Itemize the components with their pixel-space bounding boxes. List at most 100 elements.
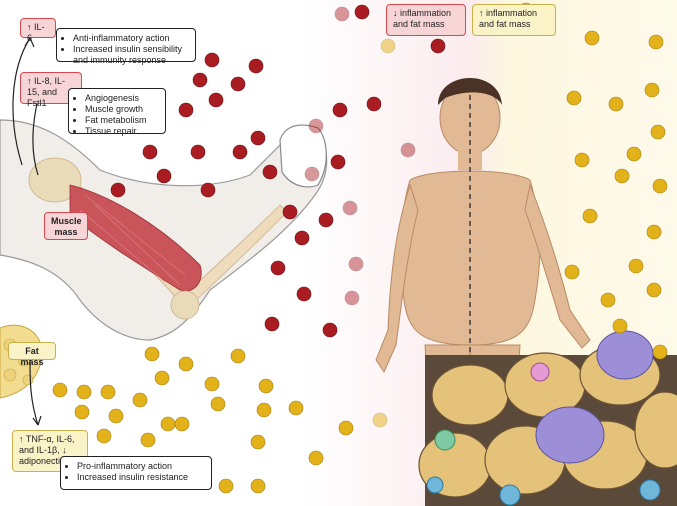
adipokine-dot (76, 384, 92, 400)
myokine-dot (332, 102, 348, 118)
myokine-dot (430, 38, 446, 54)
myokine-effect-item: Tissue repair (85, 126, 159, 137)
arm-illustration (0, 119, 328, 341)
adipokine-dot (108, 408, 124, 424)
adipokine-dot (582, 208, 598, 224)
myokine-dot (342, 200, 358, 216)
myokine-dot (208, 92, 224, 108)
adipokine-dot (566, 90, 582, 106)
myokine-dot (204, 52, 220, 68)
adipokine-dot (52, 382, 68, 398)
muscle-mass-label: Muscle mass (44, 212, 88, 240)
adipokine-dot (288, 400, 304, 416)
adipokine-dot (210, 396, 226, 412)
adipokine-dot (646, 224, 662, 240)
il6-effects-list: Anti-inflammatory action Increased insul… (57, 29, 195, 70)
adipokine-dot (614, 168, 630, 184)
adipokine-dot (160, 416, 176, 432)
reduced-inflammation-text: ↓ inflammation and fat mass (393, 8, 452, 29)
adipokine-dot (600, 292, 616, 308)
myokines-text: ↑ IL-8, IL-15, and Fstl1 (27, 76, 66, 108)
adipokine-dot (132, 392, 148, 408)
adipokine-dot (178, 356, 194, 372)
myokine-effect-item: Muscle growth (85, 104, 159, 115)
adipokine-dot (74, 404, 90, 420)
myokine-dot (282, 204, 298, 220)
myokine-dot (248, 58, 264, 74)
adipokine-dot (250, 478, 266, 494)
increased-inflammation-label: ↑ inflammation and fat mass (472, 4, 556, 36)
adipokine-dot (144, 346, 160, 362)
adipokine-dot (652, 178, 668, 194)
myokine-dot (232, 144, 248, 160)
myokine-dot (250, 130, 266, 146)
cytokines-label: ↑ TNF-α, IL-6, and IL-1β, ↓ adiponectin (12, 430, 88, 472)
myokine-dot (354, 4, 370, 20)
adipokine-dot (230, 348, 246, 364)
fat-mass-label: Fat mass (8, 342, 56, 367)
adipokine-dot (256, 402, 272, 418)
adipokine-dot (652, 344, 668, 360)
reduced-inflammation-label: ↓ inflammation and fat mass (386, 4, 466, 36)
il6-text: ↑ IL-6 (27, 22, 45, 43)
adipokine-dot (650, 124, 666, 140)
adipokine-dot (100, 384, 116, 400)
adipokine-dot (338, 420, 354, 436)
myokine-dot (156, 168, 172, 184)
cytokine-effects-list: Pro-inflammatory action Increased insuli… (61, 457, 211, 487)
myokine-dot (192, 72, 208, 88)
myokine-effects-list: Angiogenesis Muscle growth Fat metabolis… (69, 89, 165, 141)
myokine-dot (334, 6, 350, 22)
adipokine-dot (218, 478, 234, 494)
myokine-dot (230, 76, 246, 92)
adipokine-dot (258, 378, 274, 394)
myokine-dot (400, 142, 416, 158)
adipokine-dot (584, 30, 600, 46)
myokine-effect-item: Fat metabolism (85, 115, 159, 126)
increased-inflammation-text: ↑ inflammation and fat mass (479, 8, 538, 29)
myokine-dot (322, 322, 338, 338)
myokine-dot (190, 144, 206, 160)
adipokine-dot (372, 412, 388, 428)
il6-effect-item: Anti-inflammatory action (73, 33, 189, 44)
myokine-dot (308, 118, 324, 134)
muscle-mass-text: Muscle mass (51, 216, 82, 237)
myokine-dot (330, 154, 346, 170)
myokine-effect-item: Angiogenesis (85, 93, 159, 104)
adipokine-dot (204, 376, 220, 392)
myokine-dot (262, 164, 278, 180)
adipokine-dot (174, 416, 190, 432)
il6-effect-item: Increased insulin sensibility and immuni… (73, 44, 189, 66)
myokine-dot (200, 182, 216, 198)
myokine-dot (304, 166, 320, 182)
myokine-dot (110, 182, 126, 198)
il6-label: ↑ IL-6 (20, 18, 56, 43)
myokine-dot (318, 212, 334, 228)
adipokine-dot (644, 82, 660, 98)
arrows (12, 37, 45, 426)
adipokine-dot (574, 152, 590, 168)
myokine-dot (348, 256, 364, 272)
adipokine-dot (646, 282, 662, 298)
adipokine-dot (140, 432, 156, 448)
myokine-dot (264, 316, 280, 332)
adipokine-dot (626, 146, 642, 162)
cytokine-effect-item: Increased insulin resistance (77, 472, 205, 483)
myokine-dot (178, 102, 194, 118)
adipocyte-cluster (418, 330, 677, 506)
adipokine-dot (154, 370, 170, 386)
cytokines-text: ↑ TNF-α, IL-6, and IL-1β, ↓ adiponectin (19, 434, 75, 466)
cytokine-effects-box: Pro-inflammatory action Increased insuli… (60, 456, 212, 490)
myokine-dot (344, 290, 360, 306)
myokine-dot (142, 144, 158, 160)
adipokine-dot (564, 264, 580, 280)
adipokine-dot (380, 38, 396, 54)
fat-mass-text: Fat mass (20, 346, 44, 367)
myokine-dot (296, 286, 312, 302)
myokine-effects-box: Angiogenesis Muscle growth Fat metabolis… (68, 88, 166, 136)
myokine-dot (366, 96, 382, 112)
myokine-dot (270, 260, 286, 276)
myokine-dot (294, 230, 310, 246)
